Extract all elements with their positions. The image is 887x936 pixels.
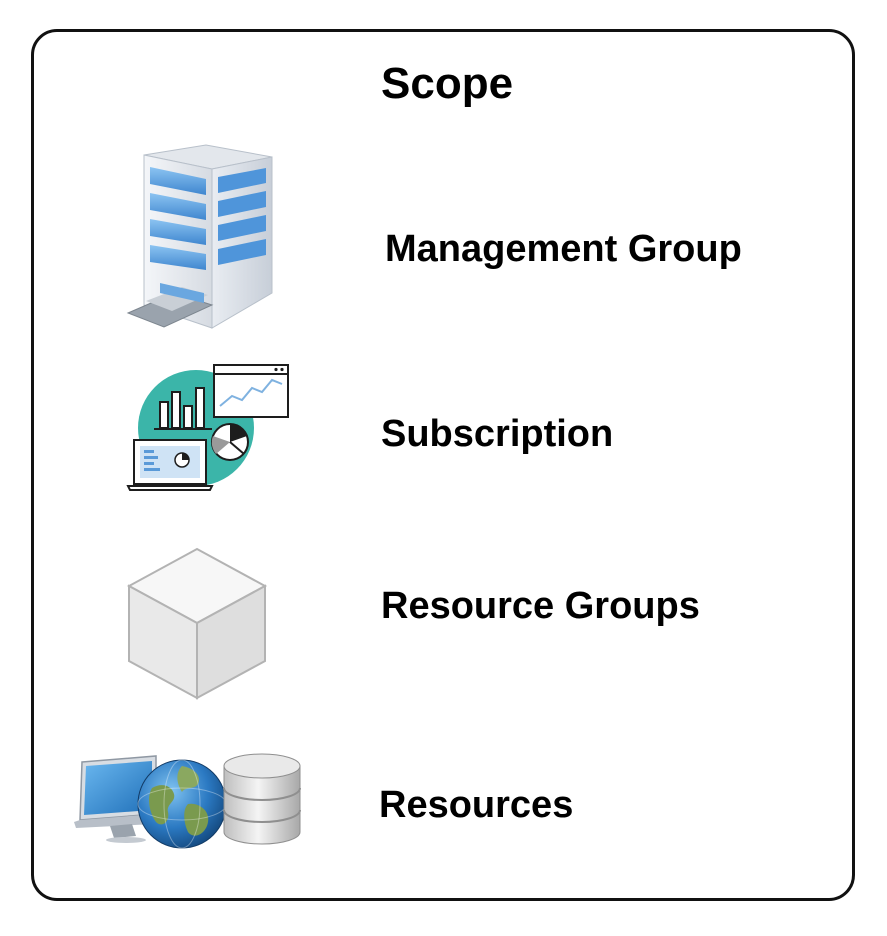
label-subscription: Subscription bbox=[381, 413, 614, 455]
analytics-dashboard-icon bbox=[126, 362, 292, 492]
office-building-icon bbox=[124, 143, 280, 333]
label-resources: Resources bbox=[379, 784, 574, 826]
monitor-globe-database-icon bbox=[70, 752, 310, 852]
label-resource-groups: Resource Groups bbox=[381, 585, 700, 627]
cube-icon bbox=[124, 546, 270, 702]
diagram-title: Scope bbox=[381, 59, 514, 108]
label-management-group: Management Group bbox=[385, 228, 742, 270]
